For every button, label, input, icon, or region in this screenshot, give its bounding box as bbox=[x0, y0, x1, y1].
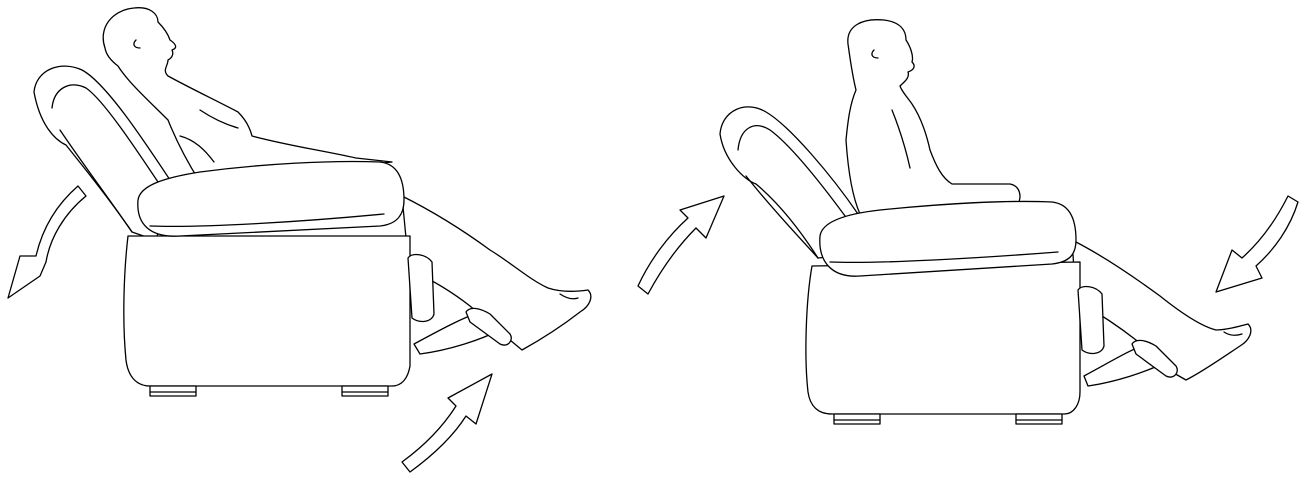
chair-body-reclined bbox=[124, 161, 410, 396]
footrest-up-arrow bbox=[402, 374, 492, 472]
chair-body-upright bbox=[806, 201, 1080, 424]
panel-reclined bbox=[8, 8, 591, 472]
backrest-down-arrow bbox=[8, 186, 86, 298]
backrest-up-arrow bbox=[638, 196, 724, 294]
panel-upright bbox=[638, 20, 1298, 424]
footrest-down-arrow bbox=[1216, 196, 1298, 292]
